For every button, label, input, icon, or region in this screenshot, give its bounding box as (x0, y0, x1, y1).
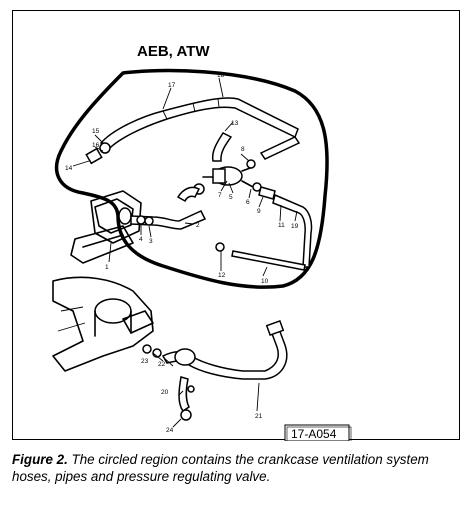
label-6: 6 (246, 199, 250, 206)
label-7: 7 (218, 192, 222, 199)
caption-text: The circled region contains the crankcas… (12, 452, 429, 484)
leader-lines (72, 77, 298, 428)
diagram-frame: AEB, ATW (12, 10, 460, 441)
label-3: 3 (149, 238, 153, 245)
label-22: 22 (158, 361, 166, 368)
crankcase-ventilation-diagram: AEB, ATW (52, 43, 352, 441)
label-17: 17 (168, 82, 176, 89)
label-19: 19 (291, 223, 299, 230)
label-20: 20 (161, 389, 169, 396)
label-16: 16 (92, 142, 100, 149)
label-24: 24 (166, 427, 174, 434)
label-9: 9 (257, 208, 261, 215)
figure-caption: Figure 2. The circled region contains th… (12, 451, 464, 485)
label-18: 18 (217, 72, 225, 79)
upper-hose (100, 97, 299, 153)
label-2: 2 (196, 222, 200, 229)
reference-box: 17-A054 (284, 424, 352, 441)
pressure-regulating-valve (202, 166, 254, 188)
circled-region-outline (54, 68, 329, 289)
label-5: 5 (229, 194, 233, 201)
label-8: 8 (241, 146, 245, 153)
label-11: 11 (278, 222, 285, 229)
lower-pipe (231, 250, 306, 271)
diagram-title: AEB, ATW (137, 43, 210, 60)
label-10: 10 (261, 278, 269, 285)
label-15: 15 (92, 128, 100, 135)
right-vertical-pipe (272, 193, 313, 268)
caption-lead: Figure 2. (12, 452, 68, 467)
label-21: 21 (255, 413, 263, 420)
label-12: 12 (218, 272, 226, 279)
label-1: 1 (105, 264, 109, 271)
label-13: 13 (231, 120, 239, 127)
reference-code: 17-A054 (291, 427, 337, 441)
label-14: 14 (65, 165, 73, 172)
label-4: 4 (139, 236, 143, 243)
lower-engine-block (52, 276, 154, 372)
breather-housing (70, 190, 142, 264)
label-23: 23 (141, 358, 149, 365)
right-branch-hose (259, 136, 301, 160)
